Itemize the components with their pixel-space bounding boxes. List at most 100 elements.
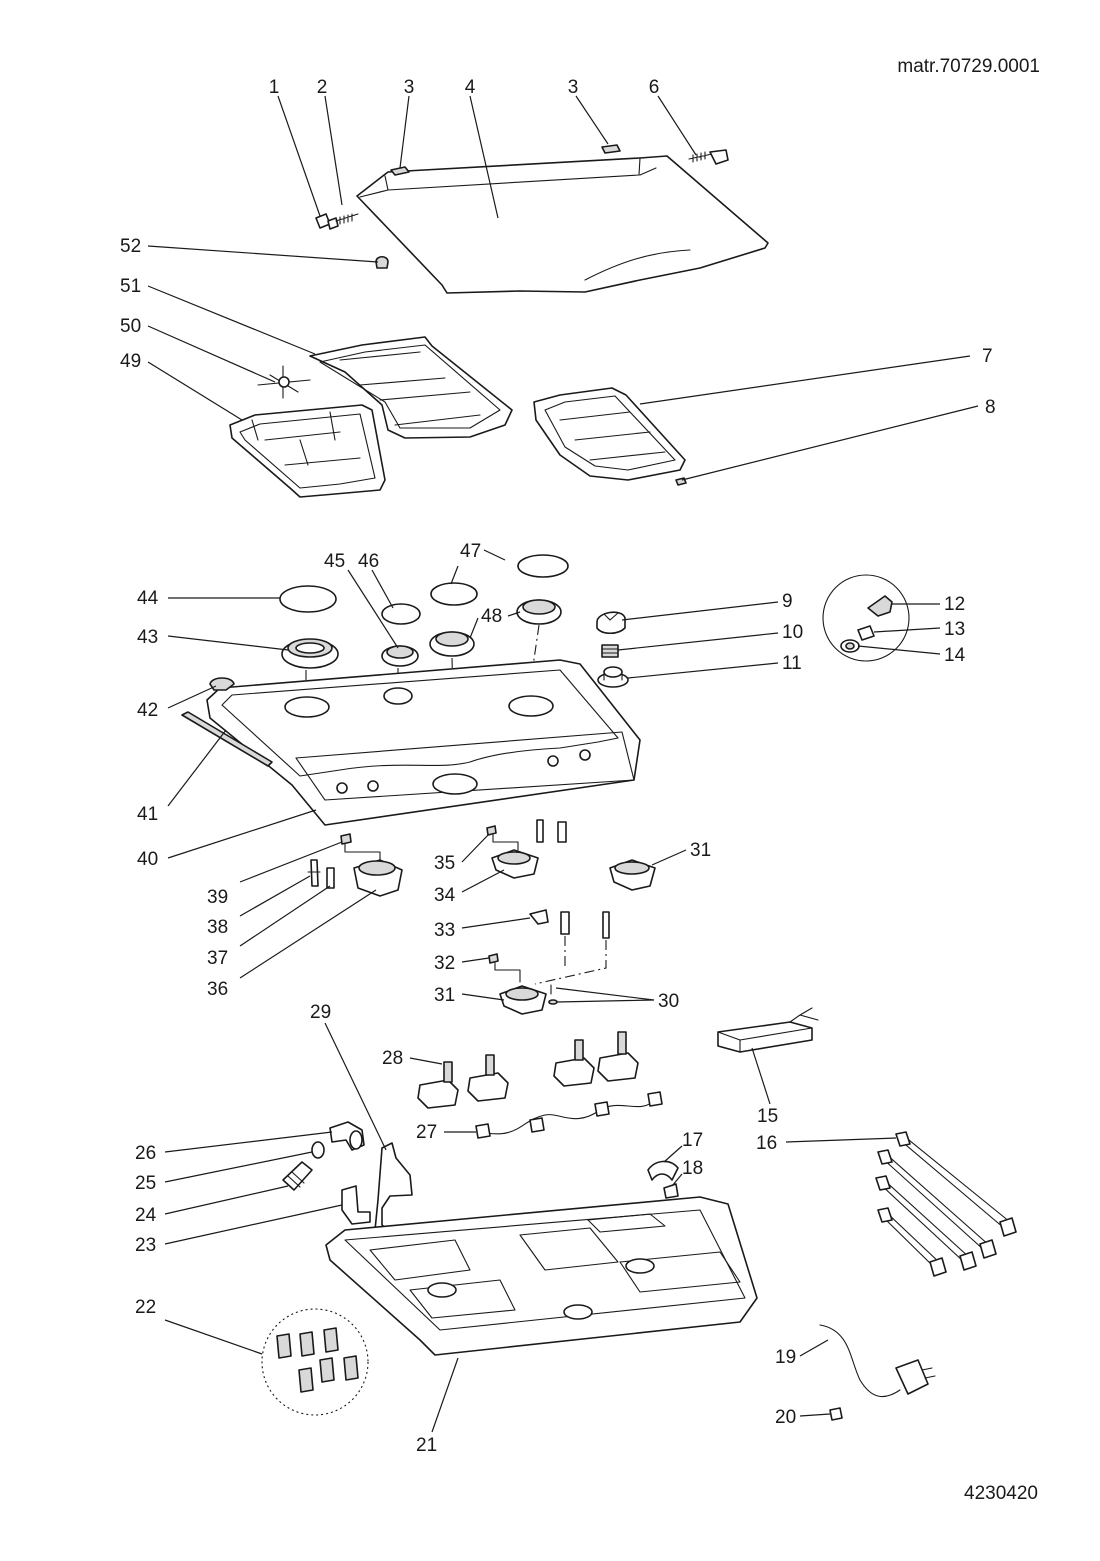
callout-19: 19 [775,1347,796,1368]
part-fitting-24 [282,1161,313,1191]
callout-27: 27 [416,1122,437,1143]
detail-circle-injector [822,574,910,662]
part-thermocouple-33b [602,911,610,939]
part-gas-tap-4 [597,1031,639,1082]
callout-20: 20 [775,1407,796,1428]
callout-14: 14 [944,645,966,666]
callout-25: 25 [135,1173,156,1194]
part-glass-lid [356,155,769,294]
part-screw-30 [548,984,558,1005]
part-clip-33 [529,909,549,925]
callout-47: 47 [460,541,481,562]
callout-40: 40 [137,849,158,870]
callout-31a: 31 [690,840,711,861]
part-electrode-33a [560,911,570,935]
part-seal-strip-41 [181,711,273,767]
part-screw-32 [488,953,521,983]
callout-48: 48 [481,606,502,627]
callout-4: 4 [465,77,476,98]
drawing-code: 4230420 [964,1483,1038,1504]
callout-26: 26 [135,1143,156,1164]
part-plug-42 [209,677,235,691]
part-thermocouple-35a [536,819,544,843]
part-electrode-35b [557,821,567,843]
part-burner-crown-48b [516,599,562,625]
part-burner-cup-34 [491,849,539,879]
callout-21: 21 [416,1435,437,1456]
callout-52: 52 [120,236,141,257]
part-burner-cup-31b [499,985,547,1015]
leader-lines [147,95,979,1433]
part-gas-tap-3 [553,1039,595,1087]
callout-28: 28 [382,1048,403,1069]
callout-43: 43 [137,627,158,648]
part-screw-35 [486,825,519,851]
part-spring-10 [601,644,619,658]
part-hinge-rubber-right [601,144,621,154]
callout-41: 41 [137,804,158,825]
callout-35: 35 [434,853,455,874]
callout-34: 34 [434,885,456,906]
part-burner-cap-47b [517,554,569,578]
axis-line-lower [534,936,607,985]
callout-31b: 31 [434,985,455,1006]
callout-2: 2 [317,77,328,98]
part-bumper-52 [375,255,389,269]
detail-circle-clips [261,1308,369,1416]
part-hoses-16 [875,1131,1017,1277]
part-pan-support-center [309,336,513,439]
part-pan-support-right [533,387,686,481]
callout-32: 32 [434,953,455,974]
part-burner-cap-46 [381,603,421,625]
part-pan-support-left [229,404,386,498]
part-burner-crown-43 [281,638,339,669]
part-electrode-37 [326,867,335,889]
part-thermocouple-38 [307,859,321,887]
part-gas-tap-1 [417,1061,459,1109]
part-burner-crown-45 [381,645,419,667]
callout-51: 51 [120,276,141,297]
part-washer-25 [311,1141,325,1159]
part-clamp-17 [647,1160,679,1181]
callout-10: 10 [782,622,803,643]
callout-1: 1 [269,77,280,98]
callout-50: 50 [120,316,141,337]
part-elbow-26 [329,1121,365,1151]
callout-33: 33 [434,920,455,941]
callout-3a: 3 [404,77,415,98]
part-hinge-screw-6 [688,149,729,165]
callout-18: 18 [682,1158,703,1179]
callout-17: 17 [682,1130,703,1151]
callout-39: 39 [207,887,228,908]
part-clip-20 [829,1407,843,1421]
part-burner-crown-48a [429,631,475,657]
part-power-cord-19 [819,1324,936,1398]
callout-30: 30 [658,991,679,1012]
callout-8: 8 [985,397,996,418]
callout-22: 22 [135,1297,156,1318]
callout-49: 49 [120,351,141,372]
callout-42: 42 [137,700,158,721]
callout-37: 37 [207,948,228,969]
callout-11: 11 [782,653,802,674]
part-bottom-tray-21 [325,1196,758,1356]
part-hob-top-40 [206,659,641,826]
callout-13: 13 [944,619,965,640]
part-burner-cap-44 [279,585,337,613]
callout-labels: 1 2 3 3 4 6 52 51 50 49 7 8 45 46 47 44 … [120,77,996,1456]
callout-23: 23 [135,1235,156,1256]
callout-36: 36 [207,979,228,1000]
callout-24: 24 [135,1205,157,1226]
callout-45: 45 [324,551,345,572]
part-gas-tap-2 [467,1054,509,1102]
part-burner-spider-50 [257,365,311,399]
callout-38: 38 [207,917,228,938]
part-burner-cup-31a [609,859,656,891]
callout-15: 15 [757,1106,778,1127]
part-burner-cap-47a [430,582,478,606]
callout-12: 12 [944,594,965,615]
callout-9: 9 [782,591,793,612]
callout-46: 46 [358,551,379,572]
part-bracket-23 [341,1185,371,1225]
